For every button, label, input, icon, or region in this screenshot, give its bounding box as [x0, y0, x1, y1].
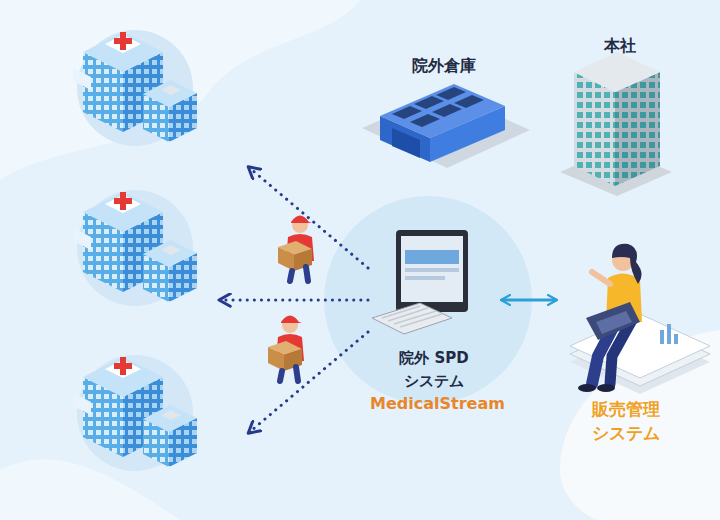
warehouse-building — [432, 104, 462, 117]
system-node: 販売管理 システム — [560, 250, 692, 446]
node-label: 販売管理 システム — [587, 398, 665, 446]
delivery-arrow — [224, 170, 368, 430]
sales-staff-figure — [612, 244, 642, 284]
delivery-arrow — [224, 299, 368, 302]
computer-terminal — [372, 230, 468, 334]
computer-terminal — [396, 230, 468, 312]
computer-terminal — [405, 276, 445, 280]
node-label: 院外 SPD システム — [397, 347, 472, 392]
warehouse-building — [380, 84, 505, 138]
product-name: MedicalStream — [370, 392, 498, 416]
sales-staff-figure — [660, 324, 678, 344]
computer-terminal — [372, 303, 452, 334]
warehouse-building — [392, 106, 422, 119]
sales-staff-figure — [597, 384, 615, 392]
sales-staff-figure — [660, 330, 664, 344]
courier-figure — [268, 216, 314, 382]
headquarters-building — [574, 72, 615, 186]
warehouse-building — [392, 128, 420, 158]
headquarters-building — [615, 72, 660, 186]
sales-staff-figure — [667, 324, 671, 344]
hospital-building — [73, 30, 197, 471]
computer-terminal — [405, 250, 459, 264]
hospital-building — [73, 190, 197, 306]
node-label: 院外倉庫 — [380, 54, 508, 78]
computer-terminal — [382, 306, 442, 327]
background — [0, 460, 180, 520]
headquarters-node: 本社 — [570, 34, 670, 58]
headquarters-building — [560, 52, 672, 196]
computer-terminal — [401, 236, 463, 302]
sales-staff-figure — [674, 334, 678, 344]
hospital-building — [73, 355, 197, 471]
system-node: 院外 SPD システムMedicalStream — [370, 225, 498, 416]
warehouse-building — [410, 114, 440, 127]
warehouse-building — [436, 87, 466, 100]
sales-staff-figure — [570, 244, 710, 394]
courier-figure — [278, 216, 314, 282]
node-label: 本社 — [570, 34, 670, 58]
sync-arrow — [502, 299, 556, 302]
courier-figure — [268, 316, 304, 382]
hospital-building — [73, 30, 197, 146]
warehouse-building — [454, 95, 484, 108]
headquarters-building — [574, 52, 660, 92]
warehouse-node: 院外倉庫 — [380, 54, 508, 78]
computer-terminal — [405, 268, 459, 272]
background — [0, 0, 360, 180]
sales-staff-figure — [586, 302, 640, 340]
warehouse-building — [414, 96, 444, 109]
warehouse-building — [362, 84, 530, 168]
sales-staff-figure — [578, 384, 596, 392]
warehouse-building — [392, 87, 484, 127]
sales-staff-figure — [596, 311, 632, 334]
sales-staff-figure — [592, 272, 610, 284]
